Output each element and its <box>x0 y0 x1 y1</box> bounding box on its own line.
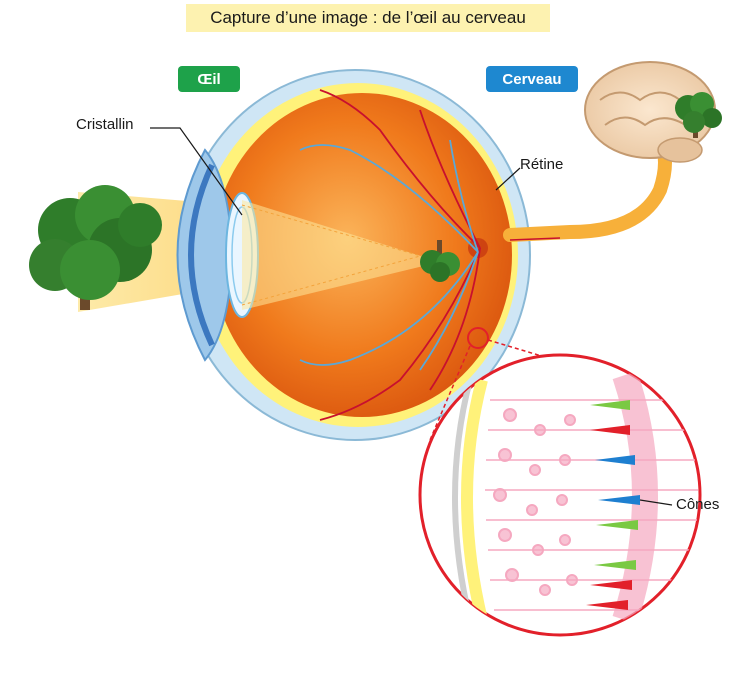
lens-label: Cristallin <box>76 116 134 133</box>
inverted-image <box>420 240 460 282</box>
blood-vessels <box>299 89 481 421</box>
optic-disc <box>468 238 488 258</box>
perceived-tree <box>675 92 722 138</box>
eye-badge: Œil <box>178 66 240 92</box>
light-cone-inside <box>242 200 440 310</box>
title-text: Capture d’une image : de l’œil au cervea… <box>210 8 526 27</box>
brain <box>584 61 716 163</box>
tree-object <box>29 185 162 310</box>
lens-leader <box>150 127 243 216</box>
retina-leader <box>495 167 521 191</box>
retina-label: Rétine <box>520 156 564 173</box>
brain-badge-label: Cerveau <box>502 70 562 88</box>
cones-leader <box>639 499 673 506</box>
brain-badge: Cerveau <box>486 66 578 92</box>
eye-badge-label: Œil <box>197 70 221 88</box>
cones-label: Cônes <box>676 496 720 513</box>
page-title: Capture d’une image : de l’œil au cervea… <box>186 4 550 32</box>
magnifier-source <box>467 327 489 349</box>
retina-magnifier <box>418 353 702 637</box>
